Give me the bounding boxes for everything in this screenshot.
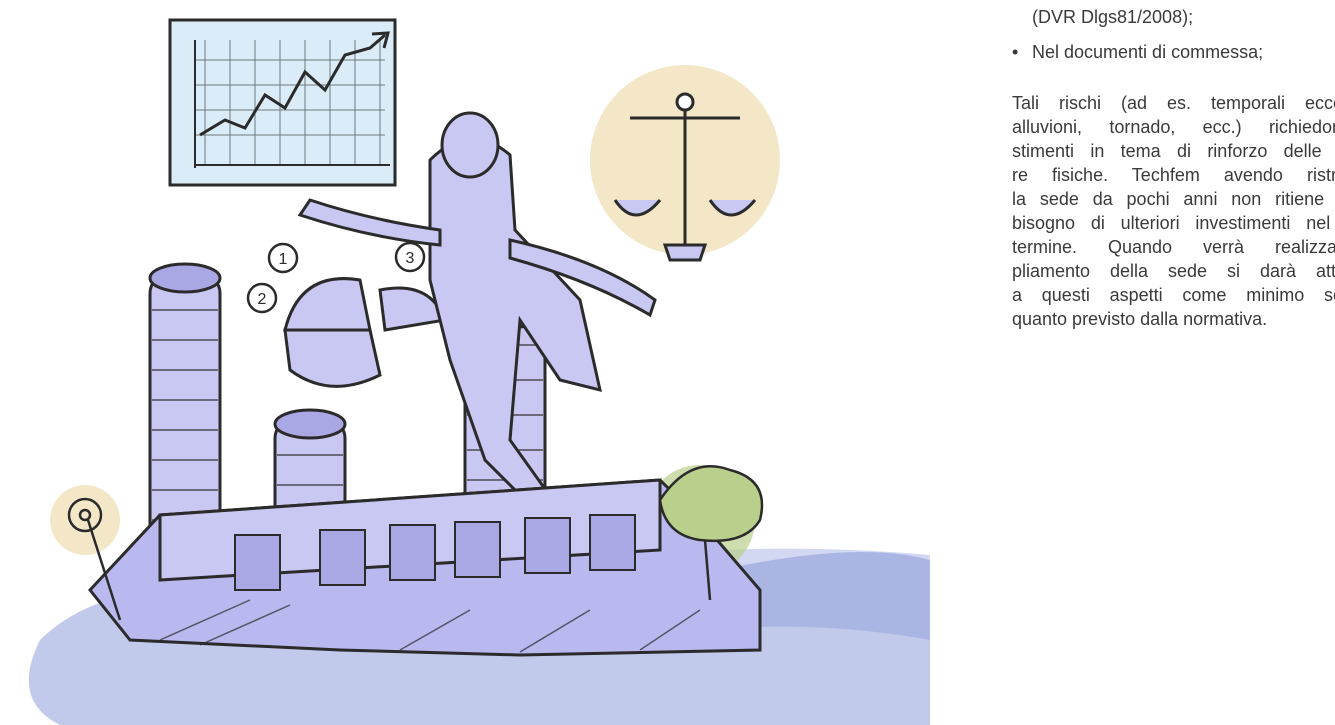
character-figure xyxy=(297,111,657,522)
hand-drawn-illustration: 1 2 3 xyxy=(28,18,930,725)
paragraph-line: termine. Quando verrà realizzato xyxy=(1012,237,1335,257)
bullet-text: (DVR Dlgs81/2008); xyxy=(1032,7,1194,27)
paragraph-line: re fisiche. Techfem avendo ristrut xyxy=(1012,165,1335,185)
paragraph-line: quanto previsto dalla normativa. xyxy=(1012,309,1268,329)
paragraph-line: a questi aspetti come minimo sec xyxy=(1012,285,1335,305)
bullet-dot-icon: • xyxy=(1012,42,1019,62)
bullet-item: • Nel documenti di commessa; xyxy=(1012,40,1263,64)
pie-label-2: 2 xyxy=(258,291,267,308)
growth-line xyxy=(199,33,386,137)
paragraph-line: la sede da pochi anni non ritiene di xyxy=(1012,189,1335,209)
bullet-text: Nel documenti di commessa; xyxy=(1032,42,1264,62)
pie-label-1: 1 xyxy=(279,251,288,268)
paragraph-line: bisogno di ulteriori investimenti nel r xyxy=(1012,213,1335,233)
paragraph-line: alluvioni, tornado, ecc.) richiedono xyxy=(1012,117,1335,137)
growth-chart-board xyxy=(168,18,397,187)
bullet-item-continuation: (DVR Dlgs81/2008); xyxy=(1032,5,1193,29)
paragraph-line: pliamento della sede si darà atter xyxy=(1012,261,1335,281)
paragraph-line: stimenti in tema di rinforzo delle st xyxy=(1012,141,1335,161)
paragraph-line: Tali rischi (ad es. temporali eccez xyxy=(1012,93,1335,113)
antenna-icon xyxy=(67,497,122,621)
pie-chart: 1 2 3 xyxy=(246,241,448,388)
document-text-column: (DVR Dlgs81/2008); • Nel documenti di com… xyxy=(1012,0,1335,725)
factory-building xyxy=(88,478,762,657)
tree-icon xyxy=(658,465,764,601)
balance-scale xyxy=(613,92,757,262)
pie-label-3: 3 xyxy=(406,250,415,267)
